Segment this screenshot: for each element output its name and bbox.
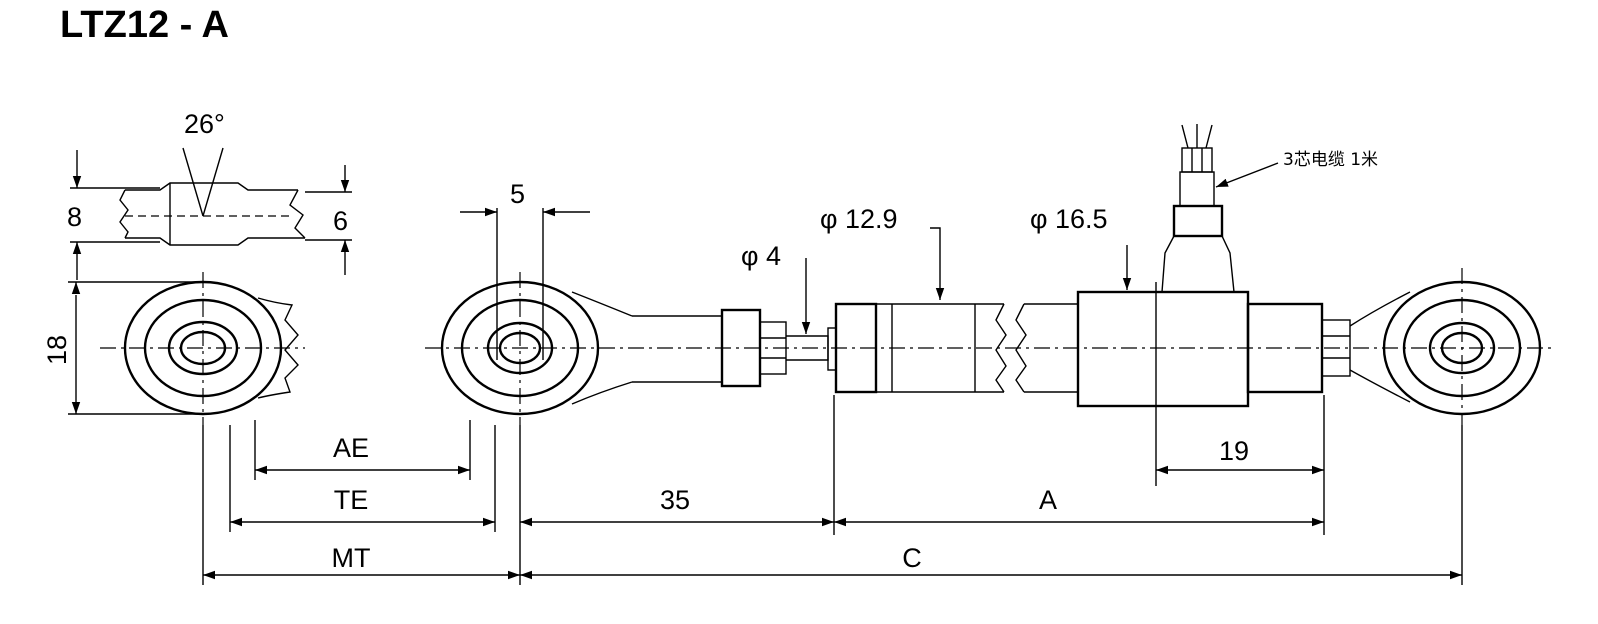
angle-label: 26°: [184, 109, 225, 139]
right-rod-eye: [1246, 268, 1542, 425]
dim-19-label: 19: [1219, 436, 1249, 466]
side-view-ball-head: [119, 147, 306, 246]
dim-ball-width: [305, 165, 352, 275]
cable-note-label: 3芯电缆 1米: [1283, 150, 1378, 170]
left-rod-eye: [440, 272, 837, 425]
dim-ball-thickness: [460, 207, 590, 360]
dim-head-height: [70, 150, 160, 280]
load-cylinder: [834, 302, 1078, 394]
dim-shaft-diameter-label: φ 4: [741, 241, 781, 271]
dim-ball-width-label: 6: [333, 206, 348, 236]
dim-head-height-label: 8: [67, 202, 82, 232]
dim-eye-diameter: [68, 281, 205, 415]
dim-ball-thickness-label: 5: [510, 179, 525, 209]
dim-cylinder-diameter-label: φ 12.9: [820, 204, 898, 234]
extension-lines: [202, 395, 1463, 585]
dim-mt-label: MT: [332, 543, 371, 573]
dim-a-label: A: [1039, 485, 1057, 515]
dim-c-label: C: [902, 543, 922, 573]
sensor-body: [1076, 124, 1250, 486]
drawing-title: LTZ12 - A: [60, 4, 229, 46]
dim-body-diameter-label: φ 16.5: [1030, 204, 1108, 234]
dim-eye-diameter-label: 18: [42, 335, 72, 365]
dim-ae-label: AE: [333, 433, 369, 463]
dim-cylinder-diameter-leader: [930, 227, 945, 300]
cable-note-leader: [1215, 162, 1279, 188]
dim-te-label: TE: [334, 485, 369, 515]
dim-35-label: 35: [660, 485, 690, 515]
end-view-rod-eye: [100, 272, 305, 425]
